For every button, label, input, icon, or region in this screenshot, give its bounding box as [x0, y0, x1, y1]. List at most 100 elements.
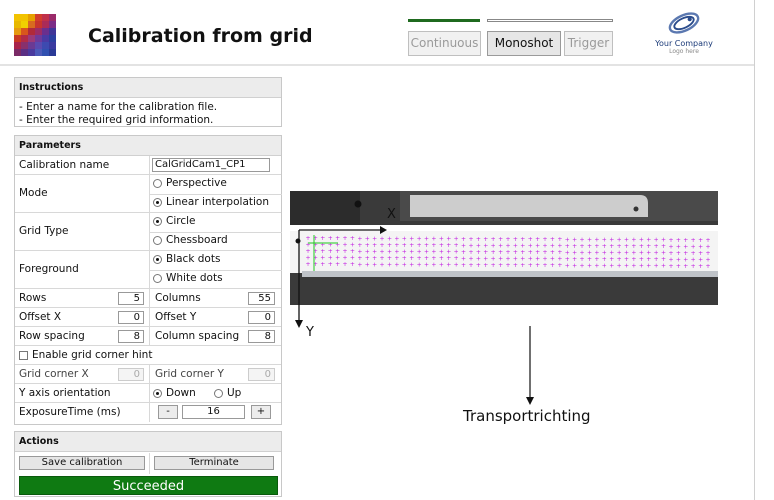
grid-dot-marker: + — [446, 255, 451, 262]
grid-dot-marker: + — [661, 250, 666, 257]
grid-dot-marker: + — [535, 249, 540, 256]
radio-icon[interactable] — [214, 388, 223, 398]
company-swirl-icon — [668, 12, 700, 34]
grid-dot-marker: + — [557, 236, 562, 243]
exposure-input[interactable]: 16 — [182, 405, 245, 419]
grid-dot-marker: + — [609, 256, 614, 263]
grid-dot-marker: + — [609, 249, 614, 256]
company-logo: Your Company Logo here — [646, 10, 722, 58]
grid-dot-marker: + — [491, 249, 496, 256]
y-axis-option-down[interactable]: Down — [153, 387, 196, 399]
grid-dot-marker: + — [676, 263, 681, 270]
grid-dot-marker: + — [698, 250, 703, 257]
offset-y-input[interactable]: 0 — [248, 311, 275, 324]
grid-corner-y-input[interactable]: 0 — [248, 368, 275, 381]
company-name: Your Company — [655, 39, 713, 48]
grid-dot-marker: + — [594, 243, 599, 250]
mode-option-perspective[interactable]: Perspective — [153, 177, 227, 189]
radio-icon[interactable] — [153, 273, 162, 283]
grid-corner-x-input[interactable]: 0 — [118, 368, 144, 381]
radio-selected-icon[interactable] — [153, 197, 162, 207]
grid-dot-marker: + — [328, 255, 333, 262]
grid-dot-marker: + — [350, 235, 355, 242]
grid-type-option-chessboard[interactable]: Chessboard — [153, 234, 228, 246]
grid-dot-marker: + — [372, 255, 377, 262]
calibration-name-input[interactable]: CalGridCam1_CP1 — [152, 158, 270, 172]
grid-dot-marker: + — [454, 242, 459, 249]
grid-dot-marker: + — [624, 243, 629, 250]
grid-dot-marker: + — [528, 256, 533, 263]
grid-dot-marker: + — [461, 262, 466, 269]
logo-tile — [42, 42, 49, 49]
radio-icon[interactable] — [153, 178, 162, 188]
radio-selected-icon[interactable] — [153, 254, 162, 264]
foreground-option-black[interactable]: Black dots — [153, 253, 220, 265]
grid-dot-marker: + — [654, 237, 659, 244]
grid-dot-marker: + — [543, 256, 548, 263]
app-logo — [14, 14, 56, 56]
grid-dot-marker: + — [609, 236, 614, 243]
grid-dot-marker: + — [402, 242, 407, 249]
checkbox-icon[interactable] — [19, 350, 28, 360]
grid-dot-marker: + — [380, 261, 385, 268]
column-spacing-input[interactable]: 8 — [248, 330, 275, 343]
grid-dot-marker: + — [668, 256, 673, 263]
grid-dot-marker: + — [357, 261, 362, 268]
grid-dot-marker: + — [380, 242, 385, 249]
grid-dot-marker: + — [676, 250, 681, 257]
grid-dot-marker: + — [387, 248, 392, 255]
grid-dot-marker: + — [476, 262, 481, 269]
grid-dot-marker: + — [305, 248, 310, 255]
terminate-button[interactable]: Terminate — [154, 456, 274, 470]
logo-tile — [42, 14, 49, 21]
logo-tile — [35, 49, 42, 56]
grid-dot-marker: + — [424, 262, 429, 269]
columns-input[interactable]: 55 — [248, 292, 275, 305]
grid-dot-marker: + — [402, 255, 407, 262]
grid-dot-marker: + — [431, 262, 436, 269]
grid-hint-row: Enable grid corner hint — [15, 346, 281, 365]
grid-type-label: Grid Type — [19, 225, 69, 237]
app-header: Calibration from grid Continuous Monosho… — [0, 0, 754, 66]
grid-type-option-circle[interactable]: Circle — [153, 215, 196, 227]
radio-icon[interactable] — [153, 235, 162, 245]
grid-dot-marker: + — [343, 261, 348, 268]
grid-dot-marker: + — [617, 263, 622, 270]
grid-dot-marker: + — [698, 237, 703, 244]
foreground-option-label: White dots — [166, 272, 223, 284]
monoshot-button[interactable]: Monoshot — [487, 31, 561, 56]
mode-option-linear[interactable]: Linear interpolation — [153, 196, 269, 208]
rows-input[interactable]: 5 — [118, 292, 144, 305]
grid-dot-marker: + — [646, 237, 651, 244]
rows-label: Rows — [19, 292, 47, 304]
grid-dot-marker: + — [498, 242, 503, 249]
radio-selected-icon[interactable] — [153, 388, 162, 398]
foreground-row: Foreground Black dots White dots — [15, 251, 282, 289]
grid-dot-marker: + — [594, 262, 599, 269]
grid-hint-checkbox[interactable]: Enable grid corner hint — [19, 349, 152, 361]
grid-dot-marker: + — [646, 243, 651, 250]
grid-dot-marker: + — [439, 255, 444, 262]
grid-dot-marker: + — [654, 250, 659, 257]
offset-x-input[interactable]: 0 — [118, 311, 144, 324]
grid-dot-marker: + — [431, 236, 436, 243]
save-calibration-button[interactable]: Save calibration — [19, 456, 145, 470]
radio-selected-icon[interactable] — [153, 216, 162, 226]
grid-dot-marker: + — [461, 236, 466, 243]
status-banner: Succeeded — [19, 476, 278, 495]
divider — [149, 365, 150, 383]
grid-dot-marker: + — [683, 263, 688, 270]
mode-option-label: Linear interpolation — [166, 196, 269, 208]
columns-label: Columns — [155, 292, 201, 304]
grid-dot-marker: + — [691, 256, 696, 263]
grid-dot-marker: + — [343, 235, 348, 242]
row-spacing-input[interactable]: 8 — [118, 330, 144, 343]
exposure-increment-button[interactable]: + — [251, 405, 271, 419]
foreground-option-white[interactable]: White dots — [153, 272, 223, 284]
y-axis-option-up[interactable]: Up — [214, 387, 241, 399]
continuous-button[interactable]: Continuous — [408, 31, 481, 56]
logo-tile — [49, 35, 56, 42]
grid-dot-marker: + — [705, 250, 710, 257]
exposure-decrement-button[interactable]: - — [158, 405, 178, 419]
trigger-button[interactable]: Trigger — [564, 31, 613, 56]
